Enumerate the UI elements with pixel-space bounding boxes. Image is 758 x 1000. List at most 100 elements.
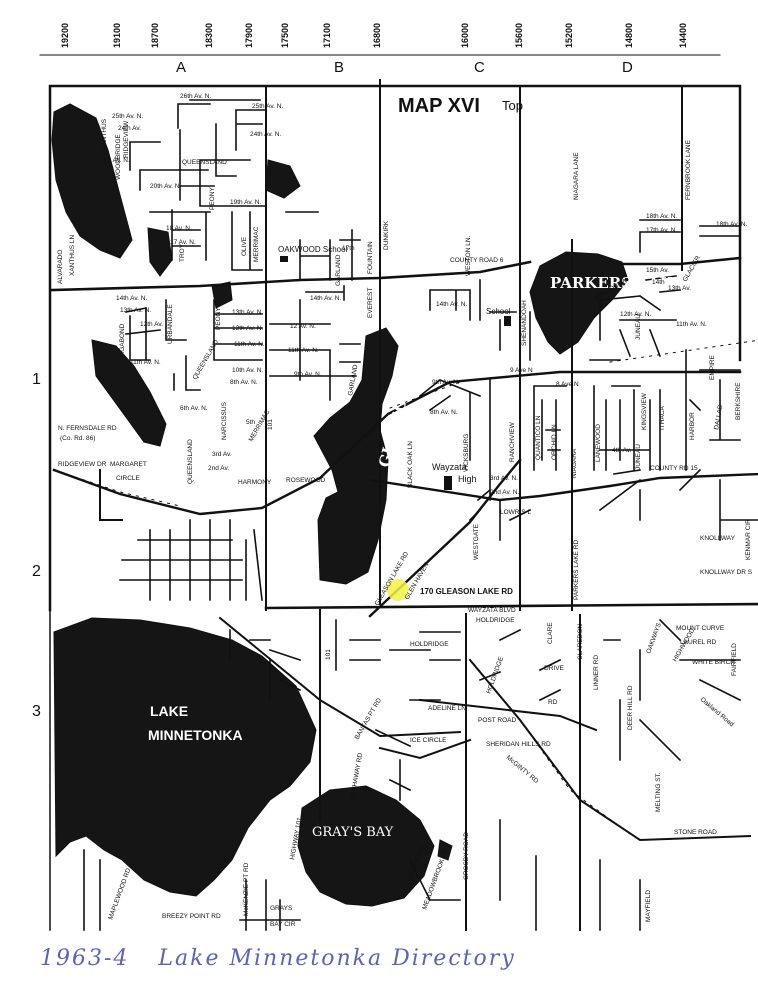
grid-column-label: D <box>622 59 633 76</box>
street-label: MARGARET <box>110 461 147 468</box>
street-label: NARCISSUS <box>221 401 228 440</box>
coord-label: 18700 <box>150 23 160 48</box>
street-label: 9 Ave N <box>510 367 533 374</box>
caption-year: 1963-4 <box>40 946 130 971</box>
street-label: MAPLEWOOD RD <box>107 867 132 921</box>
northwest-pond <box>51 103 133 259</box>
oakwood-school-label: OAKWOOD School <box>278 245 348 254</box>
street-label: ALVARADO <box>57 250 64 284</box>
lake-minnetonka-label-2: MINNETONKA <box>148 727 243 743</box>
street-label: 8th Av. N. <box>230 379 258 386</box>
street-label: DEER HILL RD <box>627 685 634 730</box>
pond-a <box>147 227 173 277</box>
handwritten-caption: 1963-4 Lake Minnetonka Directory <box>40 946 536 971</box>
grid-row-label: 2 <box>32 563 41 580</box>
street-label: ORCHID LN <box>551 424 558 460</box>
street-label: CLARE <box>547 622 554 644</box>
street-label: CIRCLE <box>116 475 141 482</box>
street-label: 10th Av. N. <box>232 367 263 374</box>
street-label: 11th Av. N. <box>130 359 161 366</box>
coord-label: 16000 <box>460 23 470 48</box>
street-label: 3rd Av. N. <box>490 475 518 482</box>
major-roads <box>50 79 758 931</box>
street-label: URBANDALE <box>167 304 174 344</box>
street-label: COUNTY RD 15 <box>650 465 698 472</box>
small-pond-s <box>437 839 453 861</box>
grid-row-labels: 1 2 3 <box>32 371 41 720</box>
street-label: DRIVE <box>544 665 565 672</box>
school-labels: OAKWOOD School School Wayzata High <box>278 245 511 490</box>
street-label: KINGSVIEW <box>641 392 648 430</box>
street-label: STONE ROAD <box>674 829 717 836</box>
gleason-lake <box>313 327 399 585</box>
street-labels: 26th Av. N. 25th Av. N. 25th Av. N. 24th… <box>58 93 753 928</box>
street-label: LOWRIS L <box>500 509 531 516</box>
street-label: 19th Av. N. <box>230 199 261 206</box>
street-label: DUNKIRK <box>383 220 390 250</box>
street-label: FAIRFIELD <box>731 643 738 676</box>
street-label: 6th Av. N. <box>180 405 208 412</box>
coord-label: 18300 <box>204 23 214 48</box>
street-label: 24th Av. <box>118 125 141 132</box>
street-label: 12th Av. N. <box>232 325 263 332</box>
street-label: HOLDRIDGE <box>485 655 505 694</box>
street-label: 18th Av. N. <box>646 213 677 220</box>
street-label: 2nd Av. N. <box>490 489 520 496</box>
street-label: 14th Av. N. <box>116 295 147 302</box>
oakwood-school-marker <box>280 256 288 262</box>
street-label: MAYFIELD <box>645 890 652 922</box>
caption-source: Lake Minnetonka Directory <box>158 946 516 971</box>
coord-label: 14400 <box>678 23 688 48</box>
railroads <box>59 339 758 835</box>
map-title-suffix: Top <box>502 98 523 113</box>
street-label: WOODBRIDGE <box>115 133 122 180</box>
street-label: ADELINE LN <box>428 705 466 712</box>
street-label: HARMONY <box>238 479 272 486</box>
coord-label: 17100 <box>322 23 332 48</box>
coord-label: 15600 <box>514 23 524 48</box>
pond-c <box>91 339 167 447</box>
street-label: ROSEWOOD <box>286 477 326 484</box>
street-label: ICE CIRCLE <box>410 737 447 744</box>
grid-column-label: B <box>334 59 344 76</box>
street-label: 11th Av. N. <box>234 341 265 348</box>
street-label: 26th Av. N. <box>180 93 211 100</box>
street-label: McGINTY RD <box>505 754 540 785</box>
pond-b <box>265 159 301 199</box>
street-label: PEONY <box>215 307 222 330</box>
street-label: 11th Av. N. <box>288 347 319 354</box>
street-label: NIAGARA <box>571 448 578 478</box>
street-label: 14th Av. N. <box>310 295 341 302</box>
street-label: CROSBY ROAD <box>463 832 470 880</box>
top-coordinate-labels: 19200 19100 18700 18300 17900 17500 1710… <box>60 23 688 48</box>
street-label: HOLDRIDGE <box>410 641 449 648</box>
grid-row-label: 3 <box>32 703 41 720</box>
parkers-lake-label: PARKERS LAKE <box>550 274 684 292</box>
street-label: BLACK OAK LN <box>407 441 414 488</box>
street-label: 13th Av. N. <box>120 307 151 314</box>
wayzata-high-label-1: Wayzata <box>432 462 467 472</box>
street-label: WESTON LN. <box>465 235 472 276</box>
lakes <box>51 103 629 907</box>
street-label: QUANTICO LN <box>535 415 542 460</box>
street-label: SHENANDOAH <box>521 300 528 346</box>
street-label: DALLAS <box>713 404 724 430</box>
street-label: 17th <box>342 245 355 252</box>
street-label: 12th Av. <box>140 321 163 328</box>
street-label: ITHACA <box>659 406 666 431</box>
coord-label: 17900 <box>244 23 254 48</box>
street-label: 18 Av. N. <box>166 225 192 232</box>
street-label: 101 <box>325 649 332 660</box>
street-label: EVEREST <box>367 288 374 318</box>
street-label: CLAREDON <box>577 624 584 660</box>
street-label: GARLAND <box>335 254 342 286</box>
street-label: COUNTY ROAD 6 <box>450 257 504 264</box>
grid-column-label: C <box>474 59 485 76</box>
street-label: KNOLLWAY DR S <box>700 569 753 576</box>
street-label: 17th Av. N. <box>646 227 677 234</box>
street-label: 18th Av. N. <box>716 221 747 228</box>
street-label: GRAYS <box>270 905 293 912</box>
coord-label: 19100 <box>112 23 122 48</box>
grid-column-label: A <box>176 59 186 76</box>
